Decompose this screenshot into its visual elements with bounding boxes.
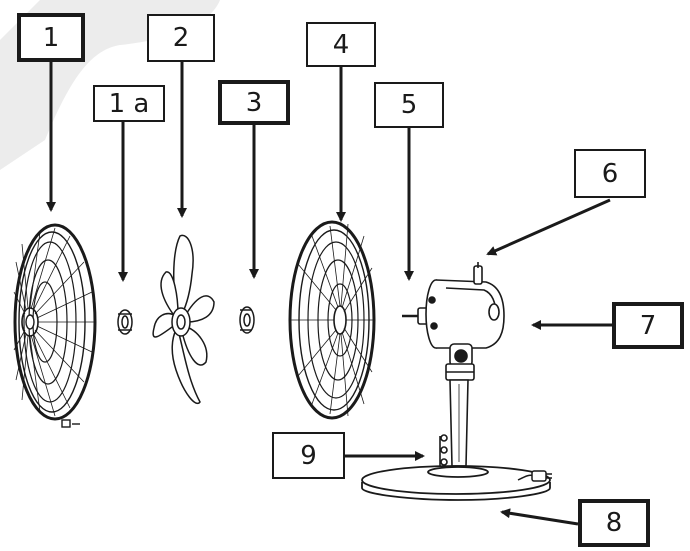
arrow-6	[486, 198, 611, 256]
front-grille-icon	[13, 223, 97, 428]
base-plate-icon	[361, 465, 551, 501]
stand-pole-icon	[439, 363, 475, 467]
spinner-nut-icon	[239, 306, 255, 334]
label-box-8: 8	[578, 499, 650, 547]
label-box-9: 9	[272, 432, 345, 479]
label-box-3: 3	[218, 80, 290, 125]
label-box-7: 7	[612, 302, 684, 349]
blade-nut-icon	[117, 309, 133, 335]
power-cord-icon	[517, 470, 552, 482]
motor-housing-icon	[402, 262, 505, 367]
label-box-6: 6	[574, 149, 646, 198]
arrow-8	[500, 508, 579, 526]
pointer-arrows	[46, 62, 612, 526]
label-box-5: 5	[374, 82, 444, 128]
fan-blade-icon	[152, 234, 215, 405]
label-box-4: 4	[306, 22, 376, 67]
label-box-1a: 1 a	[93, 85, 165, 122]
label-box-2: 2	[147, 14, 215, 62]
rear-grille-icon	[288, 220, 376, 420]
label-box-1: 1	[17, 13, 85, 62]
